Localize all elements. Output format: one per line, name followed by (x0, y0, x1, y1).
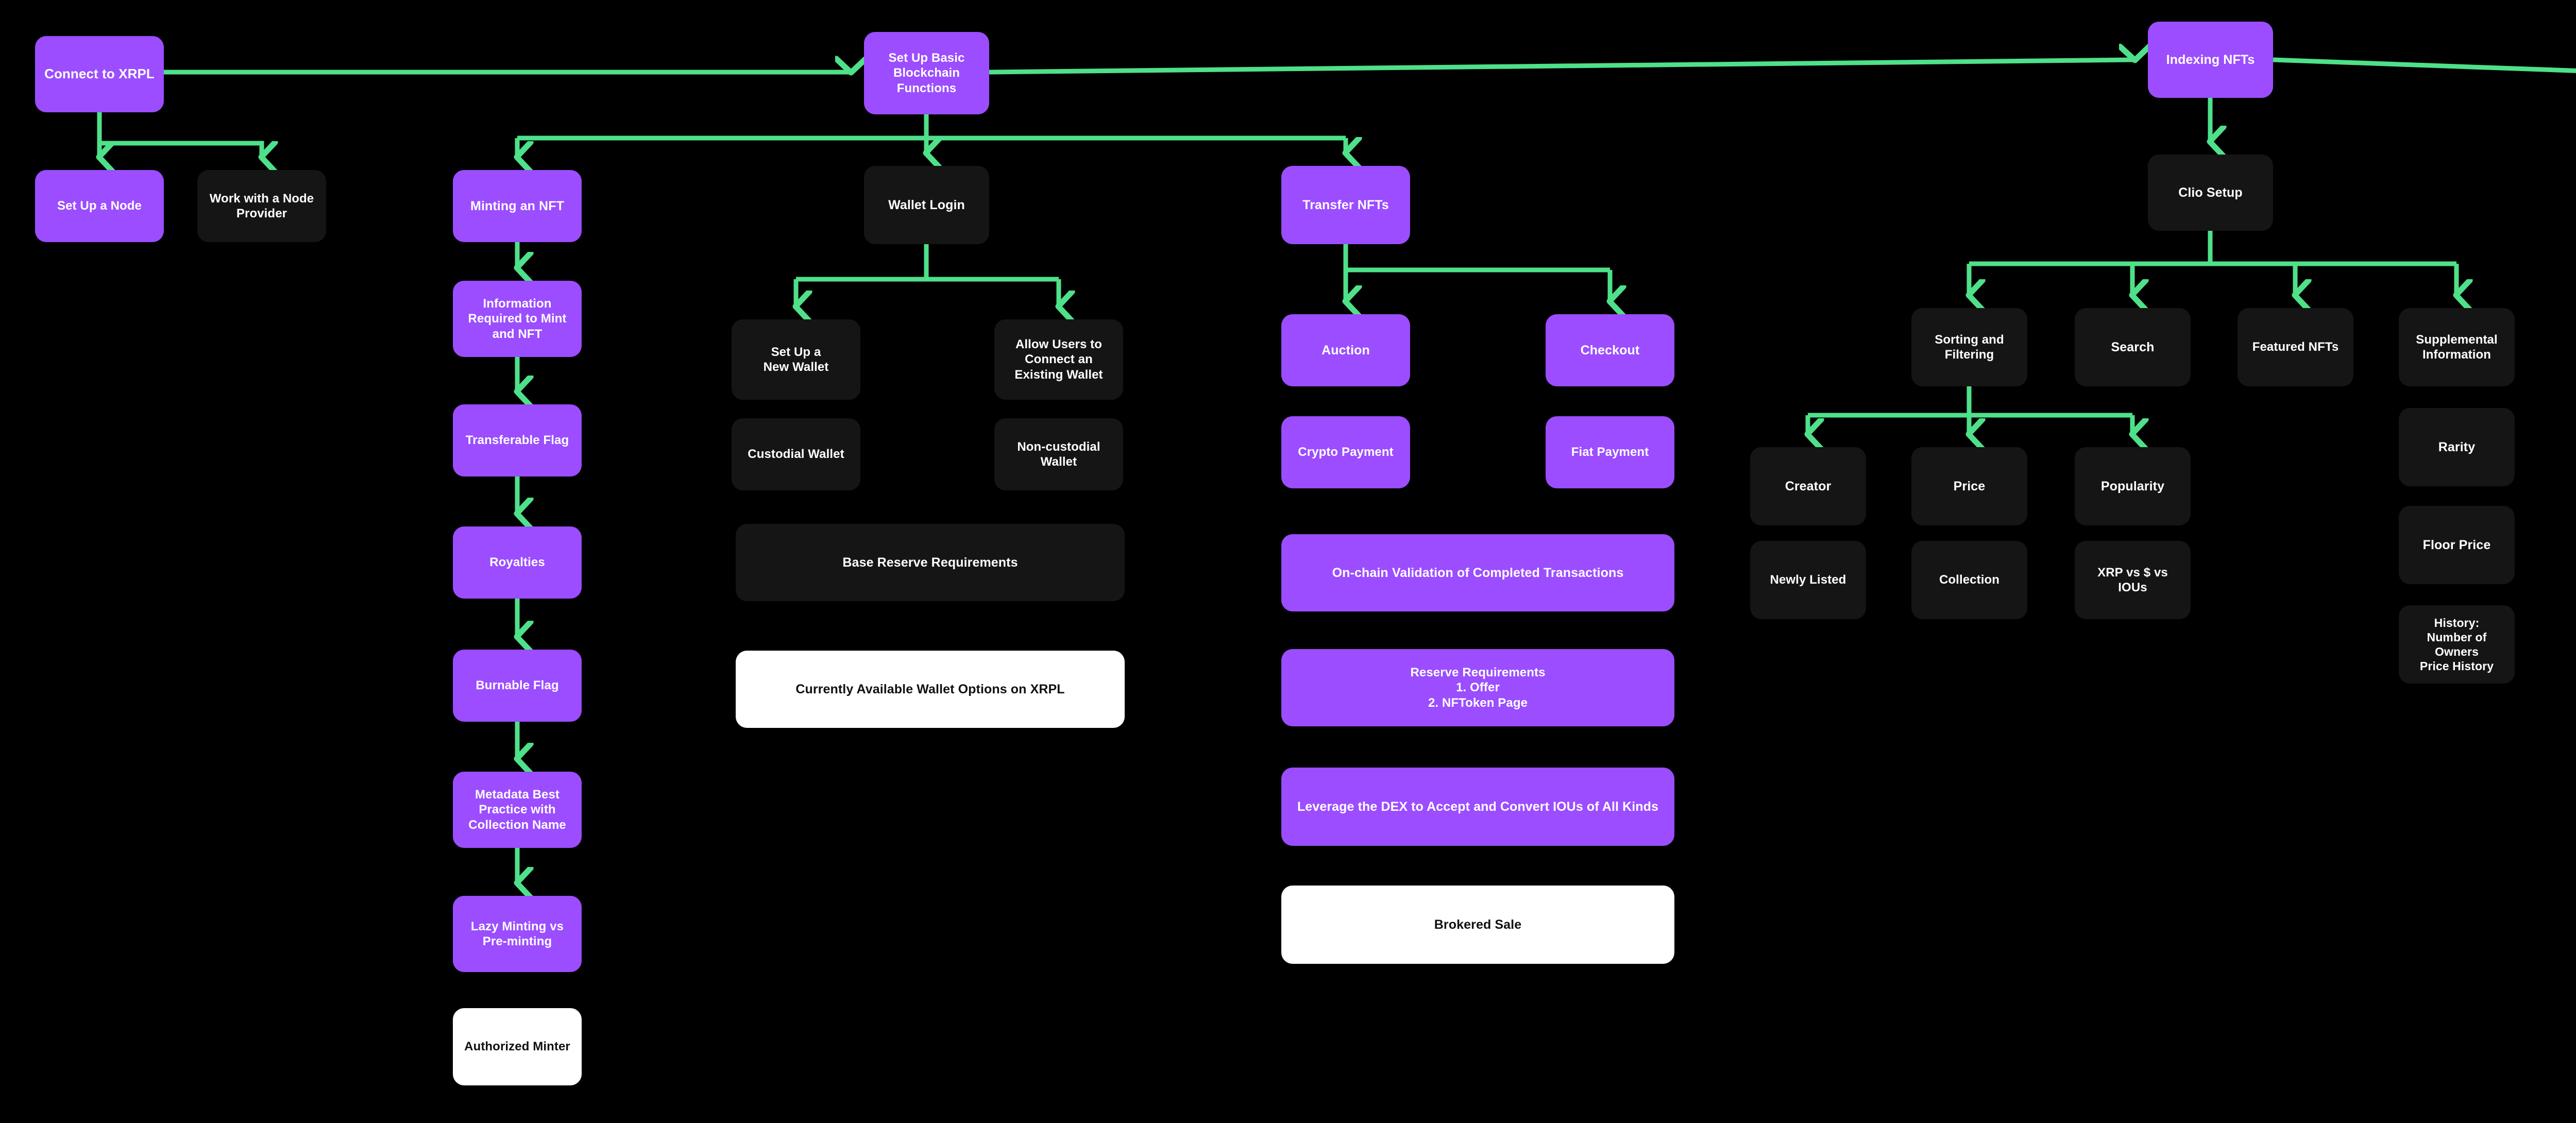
node-sorting-and-filtering[interactable]: Sorting and Filtering (1911, 308, 2027, 386)
wire-connect-bus (97, 112, 264, 156)
node-label: Checkout (1580, 343, 1640, 358)
node-information-required-to-mint-and-nft[interactable]: Information Required to Mint and NFT (453, 281, 582, 357)
wire-wallet-bus (796, 244, 1059, 282)
node-popularity[interactable]: Popularity (2075, 447, 2191, 525)
node-label: Crypto Payment (1298, 445, 1394, 460)
node-label: Currently Available Wallet Options on XR… (795, 682, 1065, 696)
node-burnable-flag[interactable]: Burnable Flag (453, 650, 582, 722)
node-indexing-nfts[interactable]: Indexing NFTs (2148, 22, 2273, 98)
node-label: Indexing NFTs (2166, 52, 2255, 67)
node-label: Transfer NFTs (1302, 197, 1389, 212)
node-set-up-a-node[interactable]: Set Up a Node (35, 170, 164, 242)
node-label: Reserve Requirements 1. Offer 2. NFToken… (1410, 666, 1546, 710)
node-metadata-best-practice-with-collection-name[interactable]: Metadata Best Practice with Collection N… (453, 772, 582, 848)
node-label: Metadata Best Practice with Collection N… (468, 788, 566, 832)
wire-indexing-to-caching (2273, 57, 2576, 73)
node-label: Set Up a Node (57, 199, 142, 213)
node-label: Floor Price (2422, 537, 2491, 552)
node-label: Work with a Node Provider (209, 191, 314, 220)
node-work-with-a-node-provider[interactable]: Work with a Node Provider (197, 170, 326, 242)
node-history-number-of-owners-price-history[interactable]: History: Number of Owners Price History (2399, 605, 2515, 684)
node-custodial-wallet[interactable]: Custodial Wallet (732, 418, 860, 490)
node-set-up-a-new-wallet[interactable]: Set Up a New Wallet (732, 319, 860, 400)
node-brokered-sale[interactable]: Brokered Sale (1281, 886, 1674, 964)
node-label: Custodial Wallet (748, 447, 844, 462)
node-label: Collection (1939, 573, 1999, 587)
node-set-up-basic-blockchain-functions[interactable]: Set Up Basic Blockchain Functions (864, 32, 989, 114)
node-currently-available-wallet-options-on-xrpl[interactable]: Currently Available Wallet Options on XR… (736, 651, 1125, 728)
node-allow-users-to-connect-an-existing-wallet[interactable]: Allow Users to Connect an Existing Walle… (994, 319, 1123, 400)
node-label: Fiat Payment (1571, 445, 1649, 460)
node-clio-setup[interactable]: Clio Setup (2148, 155, 2273, 231)
node-label: Featured NFTs (2252, 340, 2339, 354)
node-label: Base Reserve Requirements (842, 555, 1018, 570)
wire-basic-bus (517, 114, 1346, 141)
node-checkout[interactable]: Checkout (1546, 314, 1674, 386)
node-newly-listed[interactable]: Newly Listed (1750, 541, 1866, 619)
node-label: Creator (1785, 479, 1832, 494)
node-fiat-payment[interactable]: Fiat Payment (1546, 416, 1674, 488)
wire-transfer-bus (1343, 244, 1610, 273)
node-label: Transferable Flag (465, 433, 569, 448)
node-label: Supplemental Information (2416, 332, 2498, 362)
node-reserve-requirements[interactable]: Reserve Requirements 1. Offer 2. NFToken… (1281, 649, 1674, 726)
node-label: On-chain Validation of Completed Transac… (1332, 565, 1624, 580)
node-search[interactable]: Search (2075, 308, 2191, 386)
node-supplemental-information[interactable]: Supplemental Information (2399, 308, 2515, 386)
node-floor-price[interactable]: Floor Price (2399, 506, 2515, 584)
node-collection[interactable]: Collection (1911, 541, 2027, 619)
node-connect-to-xrpl[interactable]: Connect to XRPL (35, 36, 164, 112)
node-label: Lazy Minting vs Pre-minting (470, 919, 564, 948)
node-label: XRP vs $ vs IOUs (2097, 565, 2168, 594)
node-label: Price (1953, 479, 1986, 494)
node-label: History: Number of Owners Price History (2419, 616, 2494, 673)
node-rarity[interactable]: Rarity (2399, 408, 2515, 486)
node-label: Information Required to Mint and NFT (468, 297, 567, 341)
wire-basic-to-indexing (989, 60, 2134, 75)
node-transfer-nfts[interactable]: Transfer NFTs (1281, 166, 1410, 244)
node-label: Set Up a New Wallet (763, 345, 829, 374)
node-label: Allow Users to Connect an Existing Walle… (1014, 337, 1103, 382)
node-label: Leverage the DEX to Accept and Convert I… (1297, 799, 1659, 814)
node-wallet-login[interactable]: Wallet Login (864, 166, 989, 244)
node-label: Popularity (2100, 479, 2165, 494)
node-creator[interactable]: Creator (1750, 447, 1866, 525)
node-label: Search (2111, 339, 2155, 354)
node-label: Connect to XRPL (44, 66, 155, 82)
node-label: Non-custodial Wallet (1017, 439, 1100, 469)
node-non-custodial-wallet[interactable]: Non-custodial Wallet (994, 418, 1123, 490)
node-label: Burnable Flag (476, 678, 559, 693)
node-authorized-minter[interactable]: Authorized Minter (453, 1008, 582, 1085)
node-label: Royalties (489, 555, 545, 570)
node-label: Set Up Basic Blockchain Functions (888, 51, 965, 95)
node-auction[interactable]: Auction (1281, 314, 1410, 386)
node-label: Auction (1321, 343, 1370, 358)
node-lazy-minting-vs-pre-minting[interactable]: Lazy Minting vs Pre-minting (453, 896, 582, 972)
node-base-reserve-requirements[interactable]: Base Reserve Requirements (736, 524, 1125, 601)
node-on-chain-validation-of-completed-transactions[interactable]: On-chain Validation of Completed Transac… (1281, 534, 1674, 611)
node-label: Minting an NFT (470, 198, 564, 213)
node-price[interactable]: Price (1911, 447, 2027, 525)
node-leverage-the-dex-to-accept-and-convert-ious-of-all-kinds[interactable]: Leverage the DEX to Accept and Convert I… (1281, 768, 1674, 846)
wire-sorting-bus (1808, 386, 2132, 418)
wire-clio-bus (1969, 231, 2456, 266)
node-minting-an-nft[interactable]: Minting an NFT (453, 170, 582, 242)
node-label: Brokered Sale (1434, 917, 1522, 932)
node-crypto-payment[interactable]: Crypto Payment (1281, 416, 1410, 488)
node-xrp-vs-dollar-vs-ious[interactable]: XRP vs $ vs IOUs (2075, 541, 2191, 619)
node-label: Sorting and Filtering (1935, 332, 2004, 362)
node-featured-nfts[interactable]: Featured NFTs (2238, 308, 2353, 386)
node-transferable-flag[interactable]: Transferable Flag (453, 404, 582, 477)
node-label: Newly Listed (1770, 573, 1846, 587)
node-label: Wallet Login (888, 197, 965, 212)
node-label: Clio Setup (2178, 185, 2243, 200)
node-label: Authorized Minter (464, 1040, 570, 1054)
node-royalties[interactable]: Royalties (453, 526, 582, 599)
node-label: Rarity (2438, 439, 2476, 454)
